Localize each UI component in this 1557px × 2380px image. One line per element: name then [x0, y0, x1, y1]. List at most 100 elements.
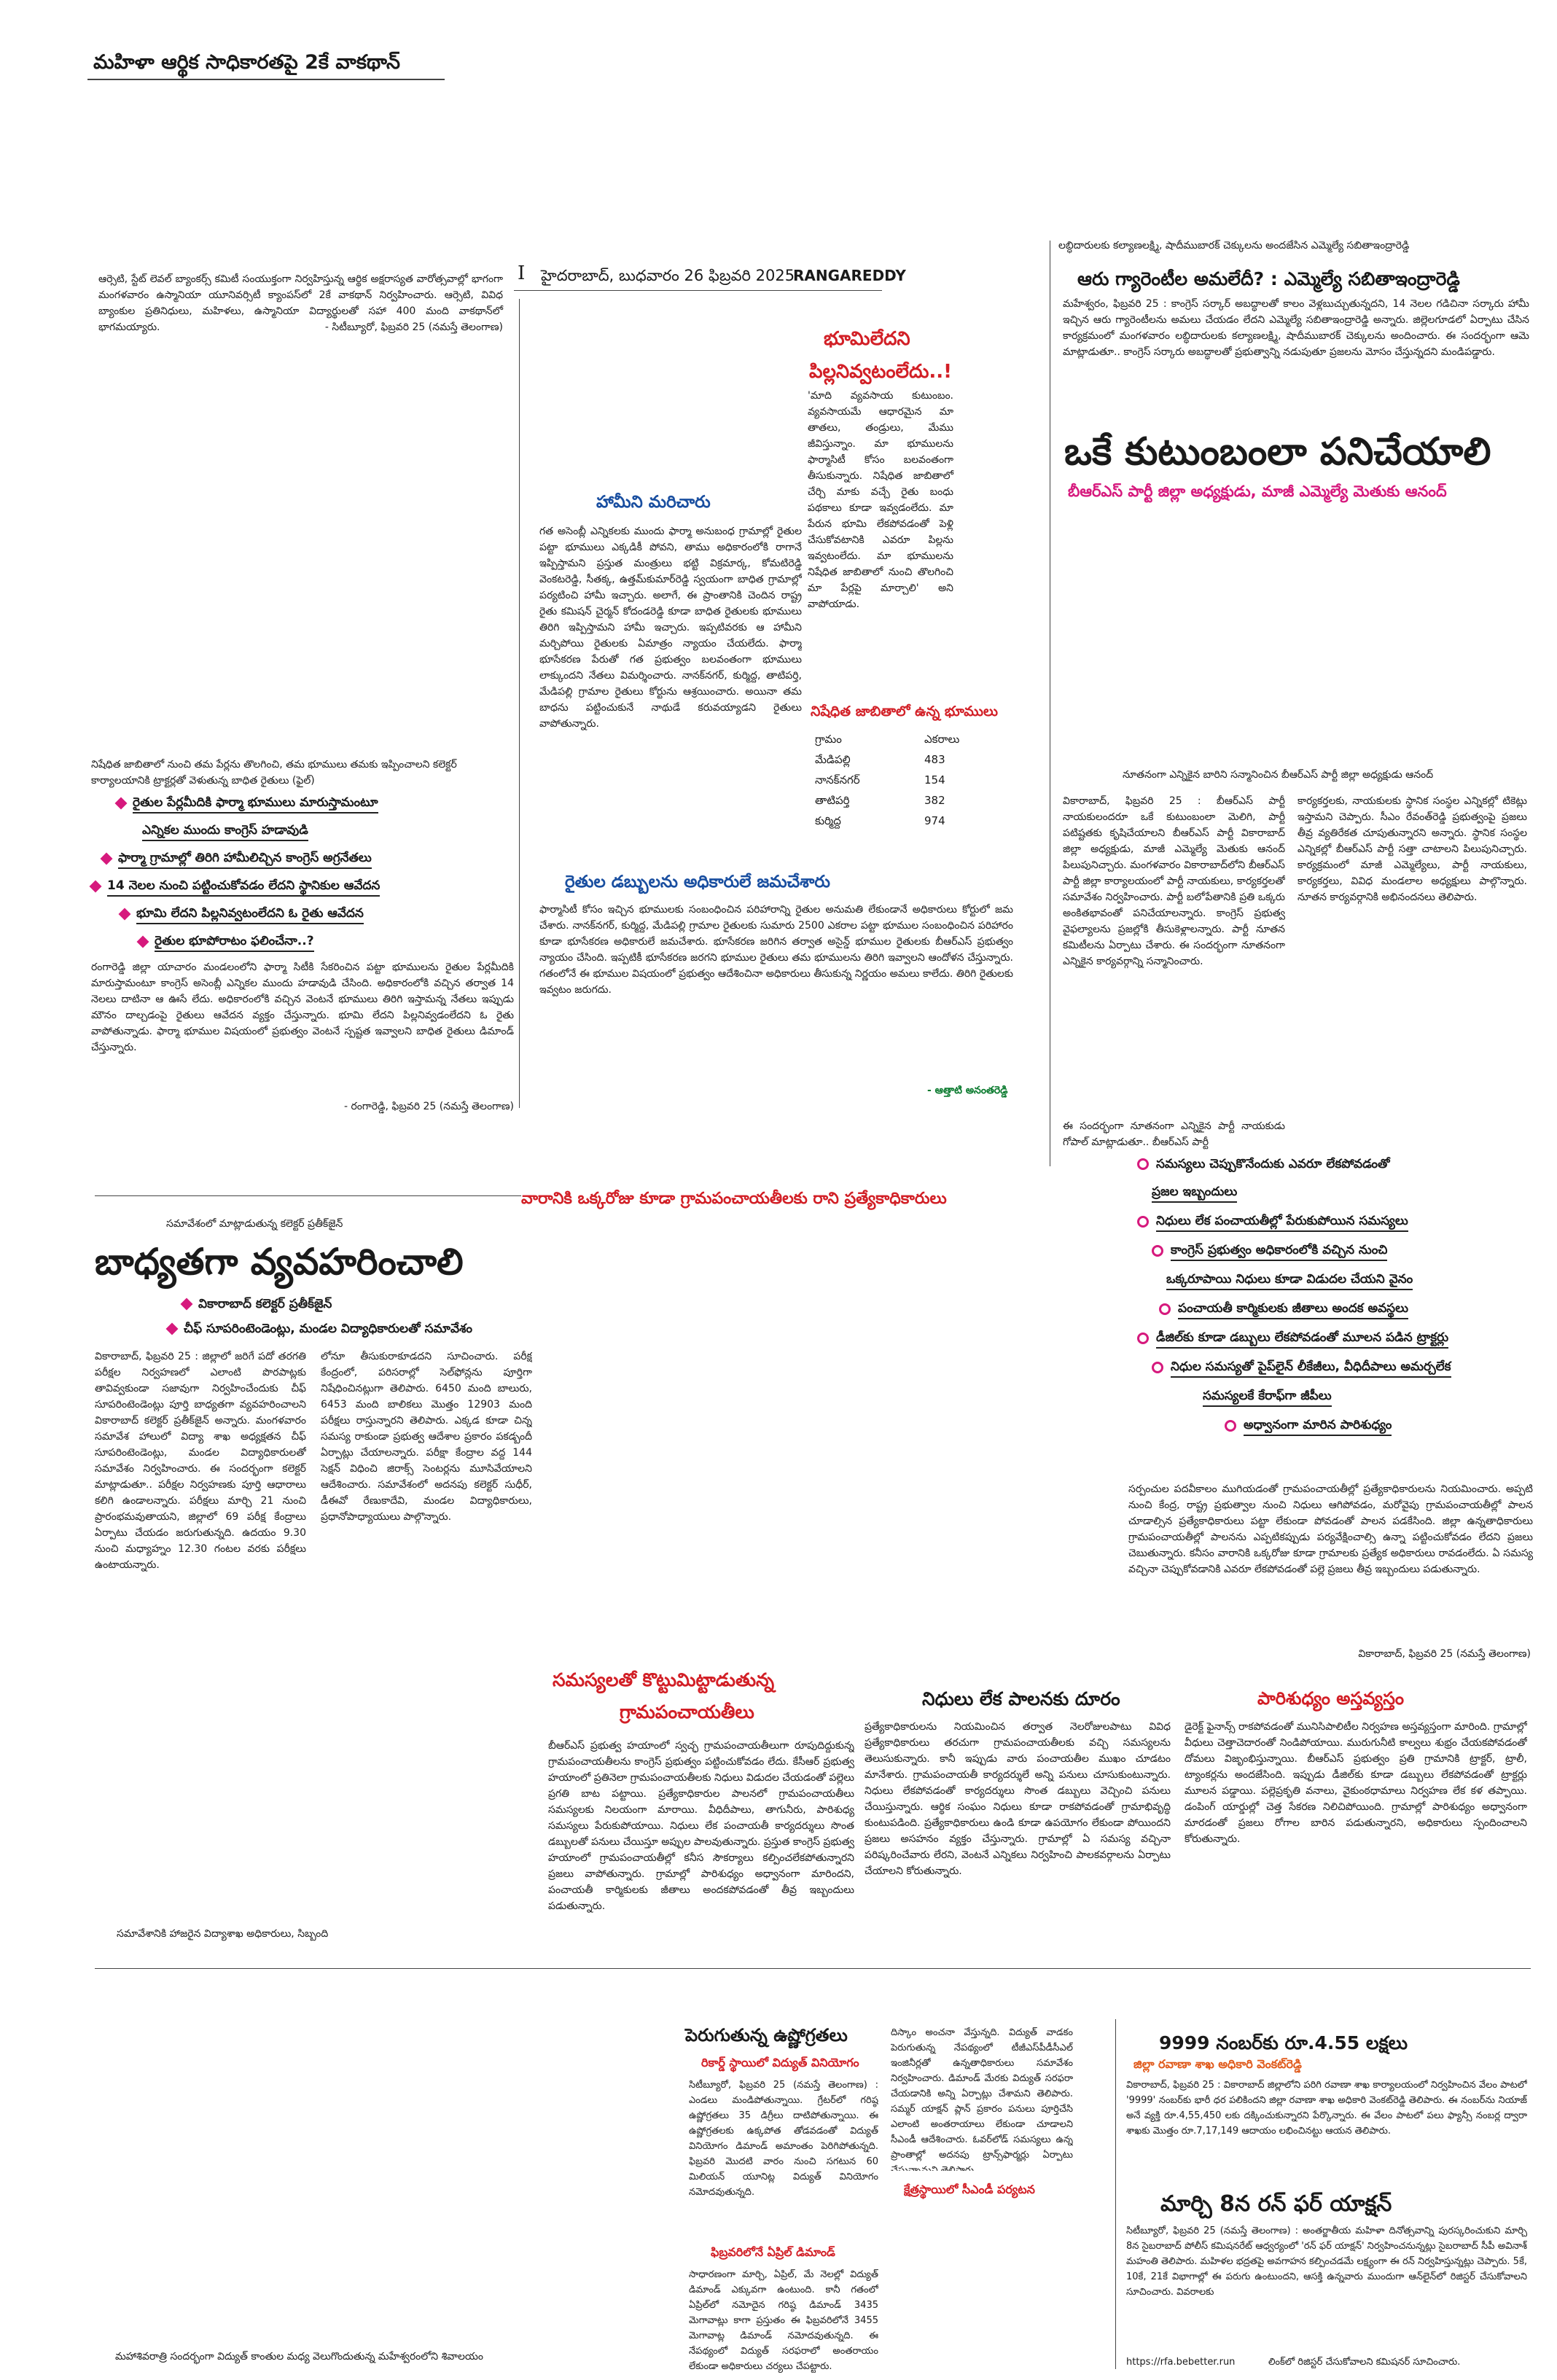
pharma-bullet: భూమి లేదని పిల్లనివ్వటంలేదని ఓ రైతు ఆవేద…: [118, 904, 518, 924]
village-bullet: అధ్వానంగా మారిన పారిశుధ్యం: [1225, 1416, 1531, 1436]
village-photo: [532, 1225, 1115, 1487]
bullet-diamond-icon: [136, 935, 149, 948]
pharma-bullet: ఫార్మా గ్రామాల్లో తిరిగి హామీలిచ్చిన కాం…: [100, 848, 518, 869]
oke-col1: వికారాబాద్‌, ఫిబ్రవరి 25 : బీఆర్‌ఎస్‌ పా…: [1063, 795, 1285, 967]
page-top-title: మహిళా ఆర్థిక సాధికారతపై 2కే వాకథాన్: [93, 51, 400, 74]
aaru-kicker: లబ్ధిదారులకు కల్యాణలక్ష్మి, షాదీముబారక్‌…: [1058, 240, 1410, 251]
bullet-ring-icon: [1152, 1245, 1163, 1257]
bhumi-headline-2: పిల్లనివ్వటంలేదు..!: [809, 361, 952, 383]
badhyata-kicker: సమావేశంలో మాట్లాడుతున్న కలెక్టర్‌ ప్రతీక…: [166, 1218, 343, 1230]
bhumi-headline-1: భూమిలేదని: [824, 328, 910, 350]
table-row: కుర్మిద్ద 974: [808, 811, 967, 831]
divider-mid-horizontal: [95, 1195, 521, 1196]
bullet-ring-icon: [1137, 1216, 1149, 1228]
parisudhyam-headline: పారిశుధ్యం అస్తవ్యస్తం: [1257, 1688, 1405, 1709]
village-bullet: ప్రజల ఇబ్బందులు: [1152, 1182, 1531, 1203]
badhyata-photo: [95, 1669, 532, 1921]
run-registration-link[interactable]: https://rfa.bebetter.run: [1126, 2357, 1236, 2368]
nidhulu-headline: నిధులు లేక పాలనకు దూరం: [922, 1688, 1120, 1709]
village-bullet: పంచాయతీ కార్మికులకు జీతాలు అందక అవస్థలు: [1159, 1299, 1531, 1319]
parisudhyam-text: డైరెక్ట్‌ ఫైనాన్స్‌ రాకపోవడంతో మునిసిపాల…: [1185, 1721, 1527, 1845]
pharma-bullets: రైతుల పేర్లమీదికి ఫార్మా భూములు మారుస్తా…: [87, 793, 518, 952]
village-bullet: ఒక్కరూపాయి నిధులు కూడా విడుదల చేయని వైనం: [1166, 1270, 1531, 1290]
masthead-rule: [514, 290, 882, 291]
heat-sub2: ఫిబ్రవరిలోనే ఏప్రిల్‌ డిమాండ్‌: [711, 2245, 835, 2259]
pharma-bullet: ఎన్నికల ముందు కాంగ్రెస్‌ హడావుడి: [142, 821, 518, 841]
bullet-ring-icon: [1137, 1333, 1149, 1344]
number-sub: జిల్లా రవాణా శాఖ అధికారి వెంకట్‌రెడ్డి: [1133, 2057, 1302, 2071]
badhyata-bullet: చీఫ్‌ సూపరింటెండెంట్లు, మండల విద్యాధికార…: [165, 1319, 472, 1338]
village-bullet: నిధుల సమస్యతో పైప్‌లైన్‌ లీకేజీలు, వీధిద…: [1152, 1357, 1531, 1378]
bullet-diamond-icon: [118, 908, 131, 921]
badhyata-bullets: వికారాబాద్‌ కలెక్టర్‌ ప్రతీక్‌జైన్‌ చీఫ్…: [165, 1295, 472, 1338]
badhyata-col2: లోనూ తీసుకురాకూడదని సూచించారు. పరీక్ష కే…: [321, 1351, 532, 1523]
heat-text1: సిటీబ్యూరో, ఫిబ్రవరి 25 (నమస్తే తెలంగాణ)…: [689, 2080, 878, 2198]
hamini-heading: హామీని మరిచారు: [596, 493, 711, 512]
bhumi-credit: - ఆత్తాటి అనంతరెడ్డి: [927, 1085, 1008, 1096]
badhyata-col1: వికారాబాద్‌, ఫిబ్రవరి 25 : జిల్లాలో జరిగ…: [95, 1351, 306, 1571]
walkathon-credit: - సిటీబ్యూరో, ఫిబ్రవరి 25 (నమస్తే తెలంగా…: [324, 321, 503, 333]
land-village: తాటిపర్తి: [815, 794, 850, 807]
heat-sub1: రికార్డ్‌ స్థాయిలో విద్యుత్‌ వినియోగం: [701, 2056, 859, 2069]
oke-headline: ఒకే కుటుంబంలా పనిచేయాలి: [1064, 430, 1491, 474]
pharma-photo: [87, 335, 510, 744]
land-village: మేడిపల్లి: [815, 753, 851, 766]
raitu-heading: రైతుల డబ్బులను అధికారులే జమచేశారు: [565, 873, 830, 891]
bullet-ring-icon: [1152, 1362, 1163, 1373]
oke-subhead: బీఆర్‌ఎస్‌ పార్టీ జిల్లా అధ్యక్షుడు, మాజ…: [1068, 483, 1447, 500]
heat-sub3: క్షేత్రస్థాయిలో సీఎండీ పర్యటన: [904, 2182, 1035, 2196]
masthead-page-number: I: [518, 262, 526, 284]
samasya-headline-2: గ్రామపంచాయతీలు: [620, 1701, 754, 1722]
land-table: గ్రామం ఎకరాలు మేడిపల్లి483 నానక్‌నగర్154…: [808, 729, 983, 831]
samasya-headline-1: సమస్యలతో కొట్టుమిట్టాడుతున్న: [553, 1669, 775, 1690]
bullet-diamond-icon: [89, 880, 102, 893]
village-headline: వారానికి ఒక్కరోజు కూడా గ్రామపంచాయతీలకు ర…: [521, 1190, 947, 1208]
land-village: కుర్మిద్ద: [815, 814, 841, 827]
village-intro: సర్పంచుల పదవీకాలం ముగియడంతో గ్రామపంచాయతీ…: [1128, 1483, 1533, 1575]
village-bullet: సమస్యలు చెప్పుకొనేందుకు ఎవరూ లేకపోవడంతో: [1137, 1155, 1531, 1174]
run-headline: మార్చి 8న రన్‌ ఫర్‌ యాక్షన్‌: [1160, 2191, 1392, 2217]
land-acres: 154: [924, 773, 945, 787]
pharma-photo-caption: నిషేధిత జాబితాలో నుంచి తమ పేర్లను తొలగిం…: [91, 759, 457, 787]
divider-bottom-col: [1115, 2019, 1116, 2369]
heat-photo-caption: మహాశివరాత్రి సందర్భంగా విద్యుత్‌ కాంతుల …: [115, 2351, 483, 2363]
table-row: మేడిపల్లి483: [808, 749, 967, 770]
badhyata-bullet: వికారాబాద్‌ కలెక్టర్‌ ప్రతీక్‌జైన్‌: [180, 1295, 472, 1314]
heat-photo: [95, 1997, 671, 2344]
pharma-bullet: 14 నెలల నుంచి పట్టించుకోవడం లేదని స్థాని…: [89, 876, 518, 897]
bullet-ring-icon: [1137, 1158, 1149, 1170]
land-table-heading: నిషేధిత జాబితాలో ఉన్న భూములు: [811, 703, 998, 719]
heat-text2: సాధారణంగా మార్చి, ఏప్రిల్‌, మే నెలల్లో వ…: [689, 2269, 878, 2372]
bullet-diamond-icon: [100, 852, 113, 865]
oke-col2: కార్యకర్తలకు, నాయకులకు స్థానిక సంస్థల ఎన…: [1298, 795, 1527, 903]
hamini-text: గత అసెంబ్లీ ఎన్నికలకు ముందు ఫార్మా అనుబం…: [539, 526, 802, 730]
bullet-diamond-icon: [114, 797, 128, 810]
badhyata-headline: బాధ్యతగా వ్యవహరించాలి: [95, 1241, 464, 1283]
village-bullets: సమస్యలు చెప్పుకొనేందుకు ఎవరూ లేకపోవడంతో …: [1137, 1155, 1531, 1436]
badhyata-photo-caption: సమావేశానికి హాజరైన విద్యాశాఖ అధికారులు, …: [117, 1928, 329, 1940]
bullet-diamond-icon: [180, 1298, 193, 1311]
pharma-bullet: రైతుల భూపోరాటం ఫలించేనా..?: [136, 932, 518, 952]
bullet-diamond-icon: [165, 1322, 179, 1335]
village-bullet: డీజిల్‌కు కూడా డబ్బులు లేకపోవడంతో మూలన ప…: [1137, 1328, 1531, 1349]
samasya-text: బీఆర్‌ఎస్‌ ప్రభుత్వ హయాంలో స్వచ్ఛ గ్రామప…: [548, 1740, 854, 1912]
village-bullet: కాంగ్రెస్‌ ప్రభుత్వం అధికారంలోకి వచ్చిన …: [1152, 1241, 1531, 1261]
divider-left-col: [519, 299, 520, 1108]
land-acres: 974: [924, 814, 945, 827]
nidhulu-text: ప్రత్యేకాధికారులను నియమించిన తర్వాత నెలర…: [865, 1721, 1171, 1877]
village-bullet: సమస్యలకే కేరాఫ్‌గా జీపీలు: [1203, 1386, 1531, 1407]
top-title-rule: [87, 79, 445, 80]
masthead-section: RANGAREDDY: [793, 267, 906, 284]
pharma-bullet: రైతుల పేర్లమీదికి ఫార్మా భూములు మారుస్తా…: [114, 793, 518, 814]
pharma-credit: - రంగారెడ్డి, ఫిబ్రవరి 25 (నమస్తే తెలంగా…: [344, 1101, 514, 1112]
heat-text3: దిస్కాం అంచనా వేస్తున్నది. విద్యుత్‌ వాడ…: [891, 2027, 1073, 2171]
divider-bottom-horizontal: [95, 1968, 1531, 1969]
land-table-header-village: గ్రామం: [815, 733, 842, 746]
table-row: తాటిపర్తి 382: [808, 790, 967, 811]
number-text: వికారాబాద్‌, ఫిబ్రవరి 25 : వికారాబాద్‌ జ…: [1126, 2080, 1527, 2137]
village-bullet: నిధులు లేక పంచాయతీల్లో పేరుకుపోయిన సమస్య…: [1137, 1212, 1531, 1232]
oke-closing: ఈ సందర్భంగా నూతనంగా ఎన్నికైన పార్టీ నాయక…: [1063, 1120, 1285, 1148]
table-row: నానక్‌నగర్154: [808, 770, 967, 790]
run-tail: లింక్‌లో రిజిస్టర్‌ చేసుకోవాలని కమిషనర్‌…: [1268, 2357, 1461, 2368]
land-acres: 382: [924, 794, 945, 807]
